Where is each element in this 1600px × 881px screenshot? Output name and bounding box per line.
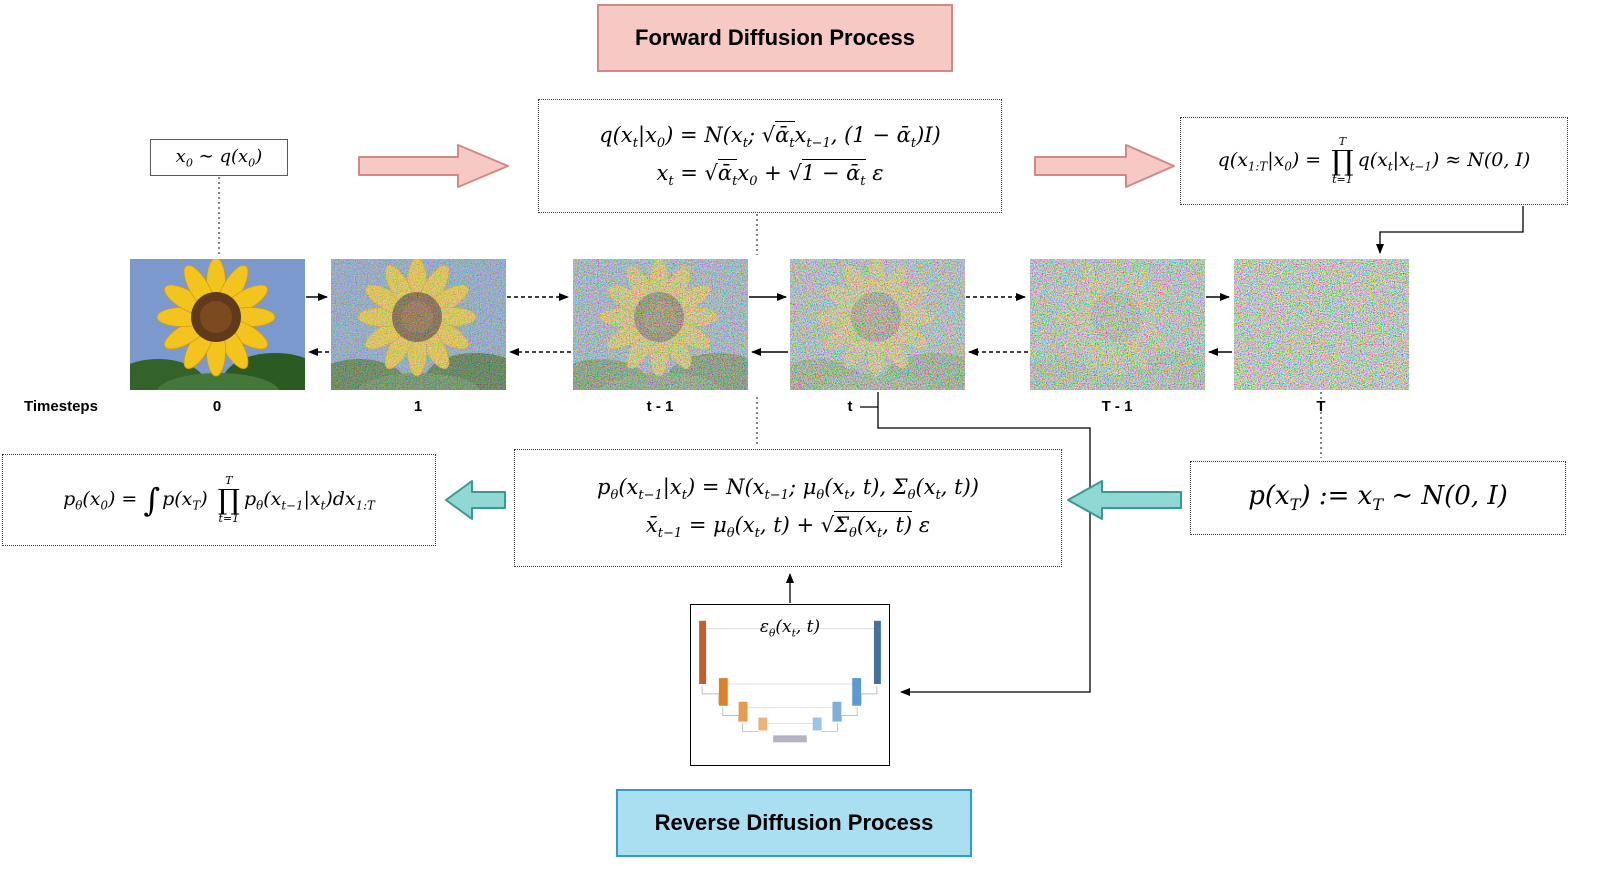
diffusion-image-xT-minus-1 bbox=[1030, 259, 1205, 390]
reverse-block-arrow-small-icon bbox=[445, 480, 506, 520]
unet-architecture-sketch bbox=[699, 620, 881, 743]
forward-equation-box: q(xt|x0) = N(xt; √ᾱtxt−1, (1 − ᾱt)I) xt … bbox=[538, 99, 1002, 213]
sunflower-light-noise-image bbox=[331, 259, 506, 390]
forward-equation-line1: q(xt|x0) = N(xt; √ᾱtxt−1, (1 − ᾱt)I) bbox=[599, 120, 941, 151]
reverse-process-title: Reverse Diffusion Process bbox=[616, 789, 972, 857]
diffusion-image-x1 bbox=[331, 259, 506, 390]
forward-block-arrow-2-icon bbox=[1034, 144, 1175, 188]
reverse-block-arrow-small-shape bbox=[445, 480, 506, 520]
diffusion-image-x0 bbox=[130, 259, 305, 390]
reverse-block-arrow-big-icon bbox=[1067, 480, 1182, 520]
timestep-label-1: 1 bbox=[413, 398, 423, 415]
forward-process-title: Forward Diffusion Process bbox=[597, 4, 953, 72]
timestep-label-T-1: T - 1 bbox=[1101, 398, 1133, 415]
timestep-label-T: T bbox=[1316, 398, 1326, 415]
prior-distribution-formula: p(xT) := xT ∼ N(0, I) bbox=[1248, 481, 1508, 515]
forward-equation-line2: xt = √ᾱtx0 + √1 − ᾱt ε bbox=[656, 159, 884, 190]
diffusion-image-xt-minus-1 bbox=[573, 259, 748, 390]
x0-formula: x0 ∼ q(x0) bbox=[175, 145, 263, 170]
timestep-label-0: 0 bbox=[212, 398, 222, 415]
x0-sample-box: x0 ∼ q(x0) bbox=[150, 139, 288, 176]
forward-block-arrow-1-shape bbox=[358, 144, 509, 188]
unet-denoiser-box: εθ(xt, t) bbox=[690, 604, 890, 766]
timestep-label-t-1: t - 1 bbox=[646, 398, 674, 415]
unet-encoder-bars bbox=[699, 620, 768, 731]
sunflower-very-heavy-noise-image bbox=[790, 259, 965, 390]
forward-block-arrow-1-icon bbox=[358, 144, 509, 188]
diffusion-image-xt bbox=[790, 259, 965, 390]
pure-noise-image bbox=[1234, 259, 1409, 390]
unet-bottleneck-bar bbox=[773, 735, 807, 743]
reverse-equation-box: pθ(xt−1|xt) = N(xt−1; μθ(xt, t), Σθ(xt, … bbox=[514, 449, 1062, 567]
timesteps-axis-label: Timesteps bbox=[24, 398, 98, 415]
prior-distribution-box: p(xT) := xT ∼ N(0, I) bbox=[1190, 461, 1566, 535]
reverse-equation-line2: x̄t−1 = μθ(xt, t) + √Σθ(xt, t) ε bbox=[645, 511, 931, 542]
forward-block-arrow-2-shape bbox=[1034, 144, 1175, 188]
sunflower-heavy-noise-image bbox=[573, 259, 748, 390]
unet-epsilon-label: εθ(xt, t) bbox=[759, 617, 821, 640]
reverse-equation-line1: pθ(xt−1|xt) = N(xt−1; μθ(xt, t), Σθ(xt, … bbox=[597, 474, 979, 503]
timestep-label-t: t bbox=[847, 398, 853, 415]
reverse-block-arrow-big-shape bbox=[1067, 480, 1182, 520]
sunflower-clean-image bbox=[130, 259, 305, 390]
connector-jointbox-to-imageT bbox=[1376, 206, 1524, 254]
unet-decoder-bars bbox=[812, 620, 881, 731]
diffusion-image-xT bbox=[1234, 259, 1409, 390]
near-pure-noise-image bbox=[1030, 259, 1205, 390]
